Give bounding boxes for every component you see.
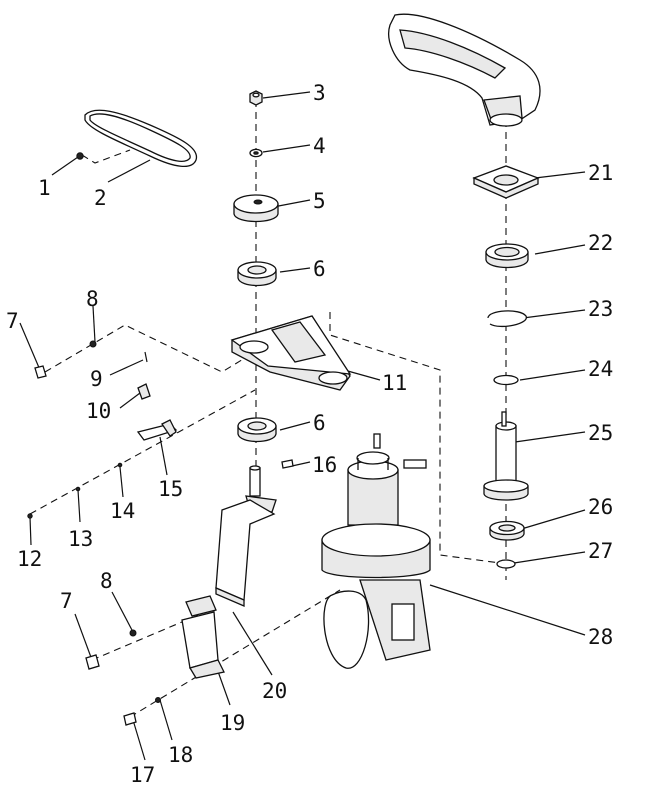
part-6-bearing-upper bbox=[237, 261, 277, 287]
part-25-shaft bbox=[483, 411, 529, 501]
part-22-bearing bbox=[485, 243, 529, 269]
part-17-18-screws bbox=[123, 697, 161, 726]
part-6-bearing-lower bbox=[237, 417, 277, 443]
label-21: 21 bbox=[588, 161, 613, 185]
part-8-washer-lower bbox=[129, 629, 137, 637]
label-6-upper: 6 bbox=[313, 257, 326, 281]
label-2: 2 bbox=[94, 186, 107, 210]
part-20-shaft-bracket bbox=[215, 465, 277, 607]
part-11-plate bbox=[230, 315, 352, 391]
label-7-lower: 7 bbox=[60, 589, 73, 613]
label-7-upper: 7 bbox=[6, 309, 19, 333]
label-5: 5 bbox=[313, 189, 326, 213]
label-23: 23 bbox=[588, 297, 613, 321]
label-8-upper: 8 bbox=[86, 287, 99, 311]
part-15-bracket bbox=[136, 419, 178, 441]
part-2-belt bbox=[84, 109, 198, 167]
part-23-retaining-ring bbox=[487, 310, 527, 328]
part-16-set-screw bbox=[281, 459, 294, 469]
label-17: 17 bbox=[130, 763, 155, 787]
robot-arm bbox=[388, 13, 541, 127]
part-9-pin bbox=[144, 351, 148, 363]
part-8-washer-upper bbox=[89, 340, 97, 348]
part-19-bracket bbox=[181, 595, 225, 679]
part-12-13-14-fasteners bbox=[27, 462, 123, 519]
leader-lines bbox=[19, 91, 586, 761]
label-25: 25 bbox=[588, 421, 613, 445]
label-22: 22 bbox=[588, 231, 613, 255]
label-13: 13 bbox=[68, 527, 93, 551]
part-24-ring bbox=[493, 374, 519, 386]
label-10: 10 bbox=[86, 399, 111, 423]
label-15: 15 bbox=[158, 477, 183, 501]
part-26-bearing bbox=[489, 520, 525, 541]
part-28-drive-wheel bbox=[321, 433, 431, 669]
part-21-flange bbox=[472, 165, 540, 199]
label-1: 1 bbox=[38, 176, 51, 200]
callout-labels: 1 2 3 4 5 6 6 7 8 9 10 11 12 13 14 15 16… bbox=[6, 81, 613, 787]
label-12: 12 bbox=[17, 547, 42, 571]
part-7-bolt-lower bbox=[85, 654, 100, 670]
label-24: 24 bbox=[588, 357, 613, 381]
part-10-sensor bbox=[137, 383, 151, 400]
part-3-nut bbox=[249, 90, 263, 106]
label-11: 11 bbox=[382, 371, 407, 395]
label-18: 18 bbox=[168, 743, 193, 767]
label-20: 20 bbox=[262, 679, 287, 703]
part-5-pulley bbox=[233, 194, 279, 223]
part-27-ring bbox=[496, 559, 516, 569]
label-16: 16 bbox=[312, 453, 337, 477]
label-19: 19 bbox=[220, 711, 245, 735]
label-8-lower: 8 bbox=[100, 569, 113, 593]
label-14: 14 bbox=[110, 499, 135, 523]
label-26: 26 bbox=[588, 495, 613, 519]
label-27: 27 bbox=[588, 539, 613, 563]
label-3: 3 bbox=[313, 81, 326, 105]
label-9: 9 bbox=[90, 367, 103, 391]
label-28: 28 bbox=[588, 625, 613, 649]
part-7-bolt-upper bbox=[34, 365, 47, 379]
part-4-washer bbox=[249, 148, 263, 158]
part-1-screw bbox=[76, 152, 84, 160]
label-6-lower: 6 bbox=[313, 411, 326, 435]
label-4: 4 bbox=[313, 134, 326, 158]
